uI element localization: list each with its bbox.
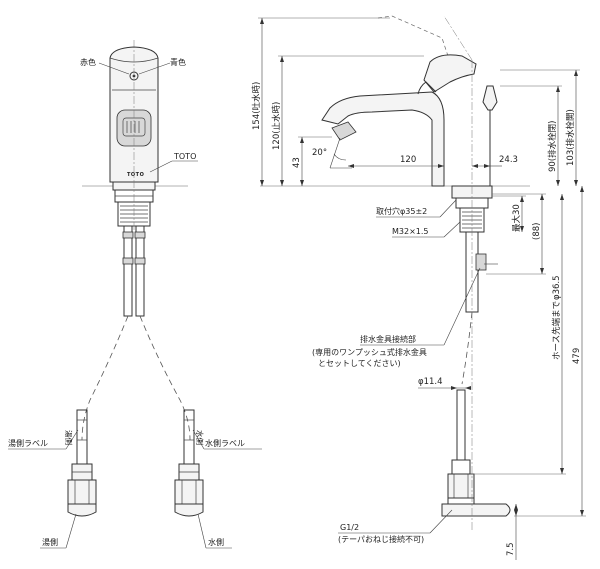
red-indicator-label: 赤色 xyxy=(80,57,96,67)
callout-drain-note-1: (専用のワンプッシュ式排水金具 xyxy=(312,347,427,357)
side-view: 154(吐水時) 120(止水時) 43 20° 120 24.3 90(排水栓… xyxy=(251,15,586,560)
hot-label-callout: 湯側ラベル xyxy=(8,438,48,448)
dim-total-hose: 479 xyxy=(572,348,582,364)
dim-ref-88: (88) xyxy=(532,223,542,240)
dim-drain-lever-open: 103(排水栓開) xyxy=(565,109,576,166)
dim-max-thickness: 最大30 xyxy=(511,204,522,232)
callout-mount-hole: 取付穴φ35±2 xyxy=(376,206,427,216)
dim-hose-length-label: ホース先端まで xyxy=(551,301,562,360)
brand-label: TOTO xyxy=(173,152,196,161)
hot-connector xyxy=(67,409,97,517)
cold-tag: 水側 xyxy=(195,430,205,445)
callout-pipe-thread: G1/2 xyxy=(340,523,359,532)
hot-side-label: 湯側 xyxy=(42,537,58,547)
dim-bottom-gap: 7.5 xyxy=(506,542,516,556)
cold-side-label: 水側 xyxy=(208,537,224,547)
dim-wire-dia: φ11.4 xyxy=(418,377,443,387)
hot-tag: 湯側 xyxy=(64,430,74,445)
callout-pipe-note: (テーパおねじ接続不可) xyxy=(338,534,424,544)
dim-angle: 20° xyxy=(312,148,327,158)
brand-plate: TOTO xyxy=(127,172,144,178)
dim-offset: 24.3 xyxy=(499,155,518,165)
callout-drain-connection: 排水金具接続部 xyxy=(360,334,416,344)
dim-total-height: 154(吐水時) xyxy=(251,82,262,130)
dim-hose-dia: φ36.5 xyxy=(552,275,562,300)
blue-indicator-label: 青色 xyxy=(170,57,186,67)
dim-height-stopped: 120(止水時) xyxy=(271,102,282,150)
front-view: TOTO xyxy=(8,40,262,549)
callout-drain-note-2: とセットしてください) xyxy=(318,359,401,368)
cold-connector xyxy=(174,409,204,517)
dim-spout-height: 43 xyxy=(292,157,302,168)
dim-drain-lever-height: 90(排水栓閉) xyxy=(547,121,558,172)
cold-label-callout: 水側ラベル xyxy=(205,438,245,448)
callout-thread: M32×1.5 xyxy=(392,227,429,236)
dim-reach: 120 xyxy=(400,155,416,165)
